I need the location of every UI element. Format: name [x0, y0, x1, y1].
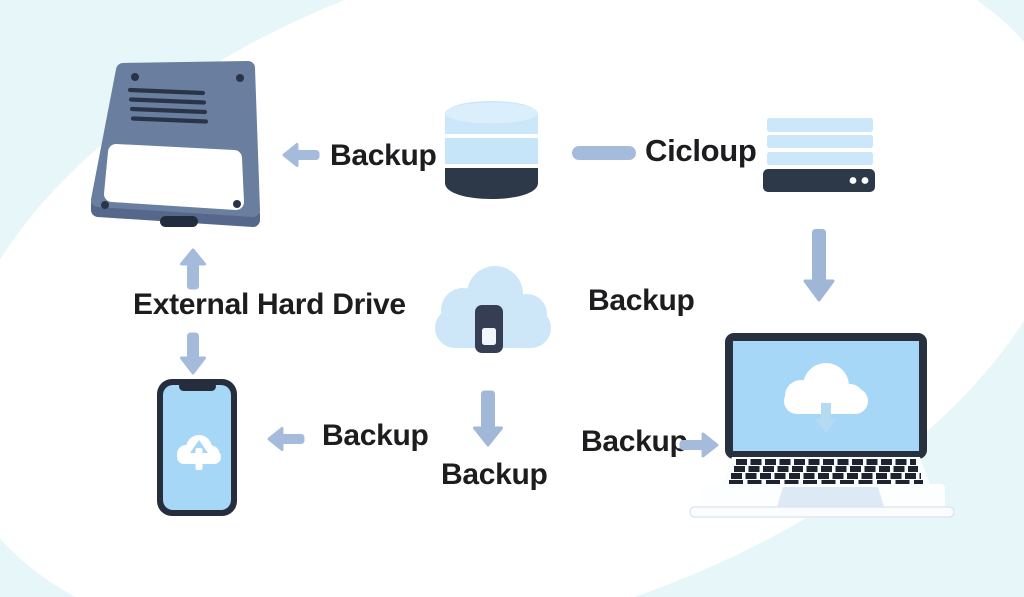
arrow-right-icon	[679, 432, 719, 458]
cloud-upload-icon	[177, 435, 221, 470]
arrow-down-icon	[180, 332, 206, 375]
database-cylinder-icon	[445, 101, 538, 199]
phone-notch	[179, 382, 216, 391]
server-stack-icon	[763, 118, 875, 192]
cicloup-label: Cicloup	[645, 133, 757, 168]
backup-label-cloud: Backup	[588, 284, 695, 317]
backup-label-phone: Backup	[322, 419, 429, 452]
connector-dash	[572, 146, 636, 160]
vent-slits	[127, 87, 209, 124]
keyboard-keys	[729, 459, 923, 485]
external-hard-drive-label: External Hard Drive	[133, 288, 406, 321]
backup-label-drive: Backup	[330, 139, 437, 172]
smartphone-cloud-icon	[157, 379, 237, 516]
trackpad	[776, 487, 885, 510]
backup-label-laptop: Backup	[581, 425, 688, 458]
arrow-down-icon	[473, 390, 503, 447]
laptop-cloud-icon	[689, 333, 955, 518]
arrow-down-icon	[803, 229, 835, 302]
cloud-download-icon	[784, 363, 868, 433]
drive-label-area	[104, 144, 244, 210]
arrow-up-icon	[180, 248, 206, 290]
arrow-left-icon	[282, 143, 320, 167]
arrow-left-icon	[267, 427, 305, 451]
cloud-usb-icon	[435, 266, 551, 353]
external-hard-drive-icon	[91, 61, 260, 227]
corner-screws	[101, 73, 244, 209]
backup-label-center: Backup	[441, 458, 548, 491]
